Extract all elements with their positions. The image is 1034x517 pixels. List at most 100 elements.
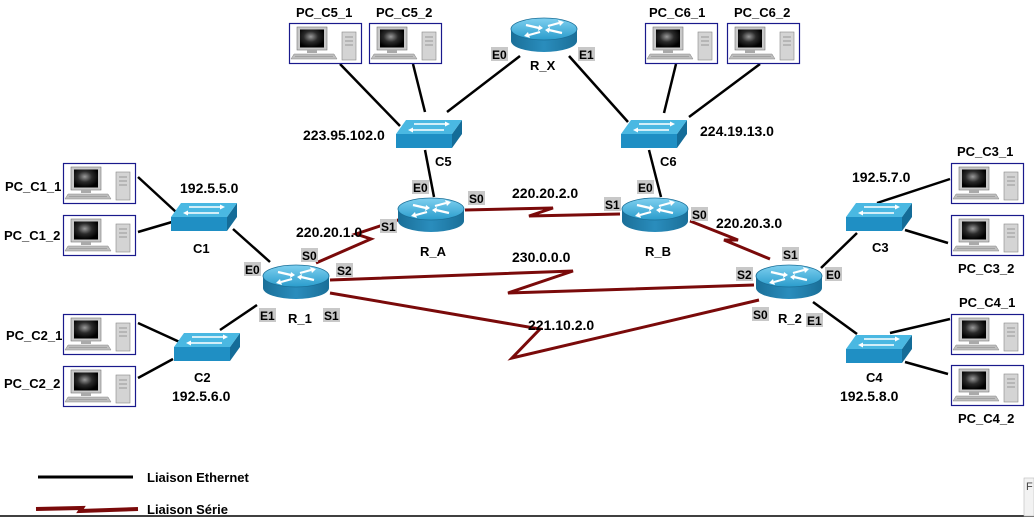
switch-label: C5: [435, 154, 452, 169]
link-c4-pc_c4_1[interactable]: [889, 317, 951, 335]
pc-label: PC_C6_2: [734, 5, 790, 20]
link-c3-pc_c3_1[interactable]: [876, 177, 951, 205]
interface-tags: E0 E1 E0 S0 S1 E0 S1 S0 E0 S0 S2 E1 S1 S…: [244, 47, 842, 328]
link-pc_c1_2-c1[interactable]: [137, 220, 173, 234]
iface-rb-s0: S0: [691, 207, 708, 222]
serial-link-r1-r2-230[interactable]: [329, 269, 755, 295]
link-pc_c1_1-c1[interactable]: [137, 176, 177, 213]
pc-pc_c3_1[interactable]: PC_C3_1: [950, 144, 1025, 205]
router-label: R_1: [288, 311, 312, 326]
link-pc_c6_1-c6[interactable]: [662, 63, 678, 114]
iface-r2-s1: S1: [782, 247, 799, 262]
switch-c5[interactable]: C5 223.95.102.0: [303, 119, 463, 169]
iface-rb-s1: S1: [604, 197, 621, 212]
link-r1-c2[interactable]: [219, 303, 258, 332]
pc-pc_c5_1[interactable]: PC_C5_1: [288, 5, 363, 65]
link-rx-c5[interactable]: [446, 55, 521, 113]
pc-label: PC_C2_1: [6, 328, 62, 343]
svg-text:S1: S1: [324, 309, 339, 323]
link-pc_c2_1-c2[interactable]: [137, 321, 185, 346]
router-label: R_X: [530, 58, 556, 73]
router-r_1[interactable]: R_1: [261, 263, 331, 326]
svg-text:S1: S1: [381, 220, 396, 234]
link-pc_c6_2-c6[interactable]: [688, 62, 761, 119]
router-label: R_2: [778, 311, 802, 326]
switch-label: C3: [872, 240, 889, 255]
network-label: 192.5.7.0: [852, 169, 911, 185]
router-label: R_A: [420, 244, 447, 259]
svg-text:F: F: [1026, 481, 1033, 493]
network-label-r1-r2-221: 221.10.2.0: [528, 317, 594, 333]
serial-link-ra-rb[interactable]: [464, 206, 621, 218]
network-label: 223.95.102.0: [303, 127, 385, 143]
link-c5-ra[interactable]: [423, 149, 436, 198]
pc-pc_c1_1[interactable]: PC_C1_1: [5, 162, 137, 205]
pc-pc_c5_2[interactable]: PC_C5_2: [368, 5, 443, 65]
switch-c4[interactable]: C4 192.5.8.0: [840, 334, 913, 404]
link-c1-r1[interactable]: [232, 228, 271, 263]
iface-r1-s0: S0: [301, 248, 318, 263]
network-label: 224.19.13.0: [700, 123, 774, 139]
iface-r2-s0: S0: [752, 307, 769, 322]
link-pc_c2_2-c2[interactable]: [137, 357, 174, 380]
iface-r1-e0: E0: [244, 262, 261, 277]
switch-label: C6: [660, 154, 677, 169]
pc-pc_c6_2[interactable]: PC_C6_2: [726, 5, 801, 65]
serial-links: [315, 206, 771, 361]
link-pc_c5_2-c5[interactable]: [411, 63, 427, 113]
serial-link-rb-r2[interactable]: [689, 219, 771, 261]
switch-c2[interactable]: C2 192.5.6.0: [172, 332, 241, 404]
pc-label: PC_C5_1: [296, 5, 352, 20]
link-c4-pc_c4_2[interactable]: [904, 360, 949, 376]
pc-pc_c4_2[interactable]: PC_C4_2: [950, 364, 1025, 427]
serial-link-r1-r2-221[interactable]: [329, 291, 760, 361]
pc-pc_c2_1[interactable]: PC_C2_1: [6, 313, 137, 356]
router-r_2[interactable]: R_2: [754, 263, 824, 326]
network-label-rb-r2: 220.20.3.0: [716, 215, 782, 231]
svg-text:E0: E0: [826, 268, 841, 282]
switch-label: C1: [193, 241, 210, 256]
network-label-r1-ra: 220.20.1.0: [296, 224, 362, 240]
svg-text:S0: S0: [469, 192, 484, 206]
link-pc_c5_1-c5[interactable]: [339, 63, 401, 127]
iface-r2-e1: E1: [806, 313, 823, 328]
pc-pc_c3_2[interactable]: PC_C3_2: [950, 214, 1025, 277]
iface-ra-e0: E0: [412, 180, 429, 195]
switch-label: C2: [194, 370, 211, 385]
link-r2-c4[interactable]: [812, 300, 858, 336]
iface-rx-e0: E0: [491, 47, 508, 62]
router-r_b[interactable]: R_B: [620, 196, 690, 259]
pc-label: PC_C5_2: [376, 5, 432, 20]
network-label-r1-r2-230: 230.0.0.0: [512, 249, 571, 265]
pc-pc_c6_1[interactable]: PC_C6_1: [644, 5, 719, 65]
router-r_x[interactable]: R_X: [509, 16, 579, 73]
iface-ra-s0: S0: [468, 191, 485, 206]
iface-r2-e0: E0: [825, 267, 842, 282]
pc-label: PC_C1_1: [5, 179, 61, 194]
pc-label: PC_C1_2: [4, 228, 60, 243]
svg-text:S2: S2: [737, 268, 752, 282]
switch-c6[interactable]: C6 224.19.13.0: [620, 119, 774, 169]
switch-c1[interactable]: C1 192.5.5.0: [170, 180, 239, 256]
pc-pc_c4_1[interactable]: PC_C4_1: [950, 295, 1025, 356]
link-c3-pc_c3_2[interactable]: [904, 228, 949, 245]
pc-pc_c1_2[interactable]: PC_C1_2: [4, 214, 137, 257]
iface-r2-s2: S2: [736, 267, 753, 282]
pc-label: PC_C3_1: [957, 144, 1013, 159]
iface-rx-e1: E1: [578, 47, 595, 62]
legend-serial-label: Liaison Série: [147, 502, 228, 517]
ethernet-links: [137, 55, 951, 380]
svg-text:S0: S0: [753, 308, 768, 322]
legend-serial-swatch: [35, 505, 139, 514]
router-r_a[interactable]: R_A: [396, 196, 466, 259]
pc-label: PC_C3_2: [958, 261, 1014, 276]
serial-link-r1-ra[interactable]: [315, 217, 402, 265]
link-r2-c3[interactable]: [820, 232, 858, 269]
corner-fragment: F: [1023, 477, 1034, 517]
link-c6-rb[interactable]: [647, 149, 663, 198]
switch-c3[interactable]: C3 192.5.7.0: [845, 169, 913, 255]
link-rx-c6[interactable]: [568, 55, 629, 123]
pc-pc_c2_2[interactable]: PC_C2_2: [4, 365, 137, 408]
network-label: 192.5.6.0: [172, 388, 231, 404]
